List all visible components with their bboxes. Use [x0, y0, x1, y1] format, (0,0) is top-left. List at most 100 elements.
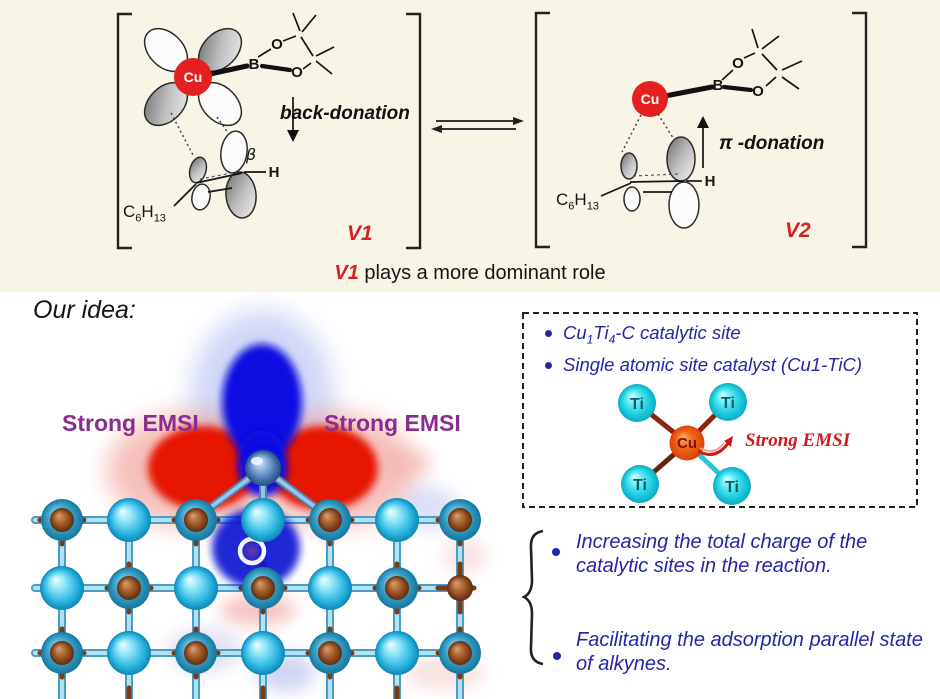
bracket-right: [406, 12, 422, 250]
cu-atom: [669, 425, 705, 461]
hexyl-formula: C6H13: [556, 190, 599, 212]
p-orbital-lobe: [188, 156, 208, 184]
formula-sub: 4: [608, 332, 616, 347]
v2-state-label: V2: [785, 219, 811, 242]
our-idea-heading: Our idea:: [33, 296, 136, 324]
strong-emsi-label-right: Strong EMSI: [324, 410, 461, 436]
c-atom: [184, 508, 208, 532]
alkyl-bond: [173, 183, 197, 207]
b-o-bond: [721, 69, 734, 81]
bullet-dot-icon: [552, 548, 560, 556]
curly-brace: [521, 529, 544, 666]
density-wisp: [443, 538, 487, 574]
methyl-bond: [781, 60, 803, 71]
methyl-bond: [751, 28, 759, 49]
p-orbital-lobe: [225, 171, 257, 219]
p-orbital-lobe: [620, 152, 638, 180]
o-b-bond: [259, 63, 293, 73]
cu-atom: [174, 58, 212, 96]
o-c-bond: [743, 52, 756, 59]
charge-transfer-arrow: [697, 441, 731, 456]
strong-emsi-label-left: Strong EMSI: [62, 410, 199, 436]
lattice-row: [40, 566, 473, 610]
p-orbital-lobe: [623, 186, 641, 212]
dominant-role-caption: V1 plays a more dominant role: [0, 262, 940, 285]
c-atom: [318, 641, 342, 665]
ti-label: Ti: [721, 395, 735, 412]
c-atom: [251, 576, 275, 600]
formula-sub: 6: [568, 200, 575, 213]
cu-b-bond: [662, 84, 715, 99]
formula-part: C: [123, 202, 136, 221]
cu-b-bond: [207, 63, 250, 77]
c-atom: [184, 641, 208, 665]
c-atom: [318, 508, 342, 532]
o-label: O: [752, 83, 764, 100]
c-o-bond: [302, 62, 312, 70]
methyl-bond: [315, 46, 335, 57]
density-wisp: [384, 451, 432, 475]
list-item: Single atomic site catalyst (Cu1-TiC): [545, 354, 913, 376]
bracket-left: [534, 11, 550, 249]
interaction-dotted-line: [621, 114, 642, 153]
ti-atom: [375, 498, 419, 542]
h-label: H: [705, 173, 716, 190]
density-blue-lobe: [222, 344, 302, 460]
b-label: B: [713, 77, 724, 94]
methyl-bond: [781, 76, 800, 90]
bullet-dot-icon: [545, 330, 552, 337]
v2-structure: Cu B O O H: [534, 11, 868, 249]
o-c-bond: [282, 35, 297, 42]
formula-part: -C catalytic site: [615, 322, 741, 343]
cu-adatom: [245, 450, 281, 486]
c-atom: [50, 508, 74, 532]
c-atom: [447, 575, 473, 601]
arrowhead-icon: [724, 436, 733, 447]
beta-label: β: [245, 145, 256, 164]
c-atom: [385, 576, 409, 600]
bullet-dot-icon: [553, 652, 561, 660]
formula-part: C: [556, 190, 569, 209]
c-atom: [448, 641, 472, 665]
cu-atom: [632, 81, 668, 117]
c-c-bond: [300, 36, 314, 57]
formula-sub: 1: [586, 332, 594, 347]
formula-sub: 13: [586, 200, 599, 213]
b-o-bond: [257, 48, 272, 58]
o-label: O: [291, 64, 303, 81]
v1-state-label: V1: [347, 222, 373, 245]
formula-part: Cu: [563, 322, 587, 343]
sigma-dashed-line: [199, 171, 238, 180]
charge-density-surface: [31, 310, 487, 699]
ti-atom: [713, 467, 751, 505]
o-b-bond: [721, 84, 754, 93]
lattice-row: [41, 498, 481, 542]
bullet-dot-icon: [545, 361, 552, 369]
lattice-row: [41, 631, 481, 675]
c-atom: [117, 576, 141, 600]
ti-atom: [308, 566, 352, 610]
ti-atom: [241, 498, 285, 542]
caption-highlight: V1: [334, 262, 359, 284]
formula-part: H: [574, 190, 587, 209]
ti-atom: [375, 631, 419, 675]
info-box-bullets: Cu1Ti4-C catalytic site Single atomic si…: [545, 322, 913, 376]
arrowhead-left-icon: [431, 125, 442, 133]
c-atom: [50, 641, 74, 665]
ti-atom: [241, 631, 285, 675]
back-donation-label: back-donation: [280, 103, 410, 124]
benefit-item: Increasing the total charge of the catal…: [576, 531, 868, 577]
cu-ti4-cluster: Ti Ti Ti Ti Cu: [618, 383, 751, 505]
o-label: O: [732, 55, 744, 72]
alkyl-bond: [600, 182, 632, 197]
bracket-right: [852, 11, 868, 249]
formula-part: H: [141, 202, 154, 221]
strong-emsi-cluster-label: Strong EMSI: [745, 430, 851, 451]
formula-part: Ti: [593, 322, 609, 343]
p-orbital-lobe: [668, 181, 700, 229]
cc-double-bond: [195, 172, 243, 184]
p-orbital-lobe: [191, 183, 211, 211]
ti-atom: [709, 383, 747, 421]
c-atom: [448, 508, 472, 532]
